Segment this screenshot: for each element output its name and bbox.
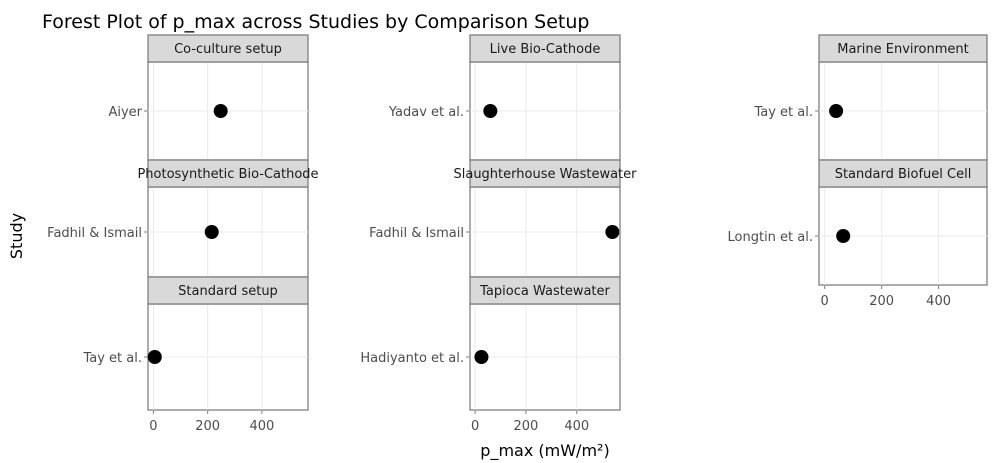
facet-label: Tapioca Wastewater <box>479 284 610 299</box>
y-tick-label: Longtin et al. <box>728 230 813 245</box>
x-tick-label: 400 <box>926 294 951 309</box>
data-point <box>483 104 498 118</box>
x-tick-label: 400 <box>249 419 274 434</box>
facet-strip <box>818 34 988 63</box>
x-tick-label: 0 <box>471 419 479 434</box>
y-tick-label: Tay et al. <box>82 351 142 366</box>
y-tick-label: Tay et al. <box>753 105 813 120</box>
x-tick-label: 0 <box>149 419 157 434</box>
data-point <box>836 229 851 243</box>
facet-label: Live Bio-Cathode <box>490 42 601 57</box>
x-tick-label: 400 <box>564 419 589 434</box>
facet-strip <box>469 159 621 188</box>
facet-strip <box>818 159 988 188</box>
x-tick-label: 200 <box>869 294 894 309</box>
x-tick-label: 200 <box>514 419 539 434</box>
facet-label: Standard setup <box>178 284 278 299</box>
facet-label: Photosynthetic Bio-Cathode <box>137 167 318 182</box>
facet-strip <box>147 34 309 63</box>
y-tick-label: Yadav et al. <box>388 105 464 120</box>
facet-strip <box>469 276 621 305</box>
facet-strip <box>147 159 309 188</box>
y-tick-label: Fadhil & Ismail <box>47 226 142 241</box>
chart-title: Forest Plot of p_max across Studies by C… <box>42 11 589 33</box>
facet-label: Marine Environment <box>837 42 969 57</box>
facet-strip <box>469 34 621 63</box>
data-point <box>213 104 228 118</box>
x-tick-label: 0 <box>821 294 829 309</box>
facet-strip <box>147 276 309 305</box>
facet-label: Standard Biofuel Cell <box>835 167 972 182</box>
facet-label: Slaughterhouse Wastewater <box>453 167 637 182</box>
data-point <box>474 350 489 364</box>
y-tick-label: Hadiyanto et al. <box>360 351 464 366</box>
data-point <box>147 350 162 364</box>
y-axis-label: Study <box>7 213 26 259</box>
y-tick-label: Aiyer <box>108 105 142 120</box>
data-point <box>605 225 620 239</box>
facet-label: Co-culture setup <box>174 42 282 57</box>
x-axis-label: p_max (mW/m²) <box>480 441 609 461</box>
x-tick-label: 200 <box>195 419 220 434</box>
data-point <box>204 225 219 239</box>
y-tick-label: Fadhil & Ismail <box>369 226 464 241</box>
data-point <box>829 104 844 118</box>
